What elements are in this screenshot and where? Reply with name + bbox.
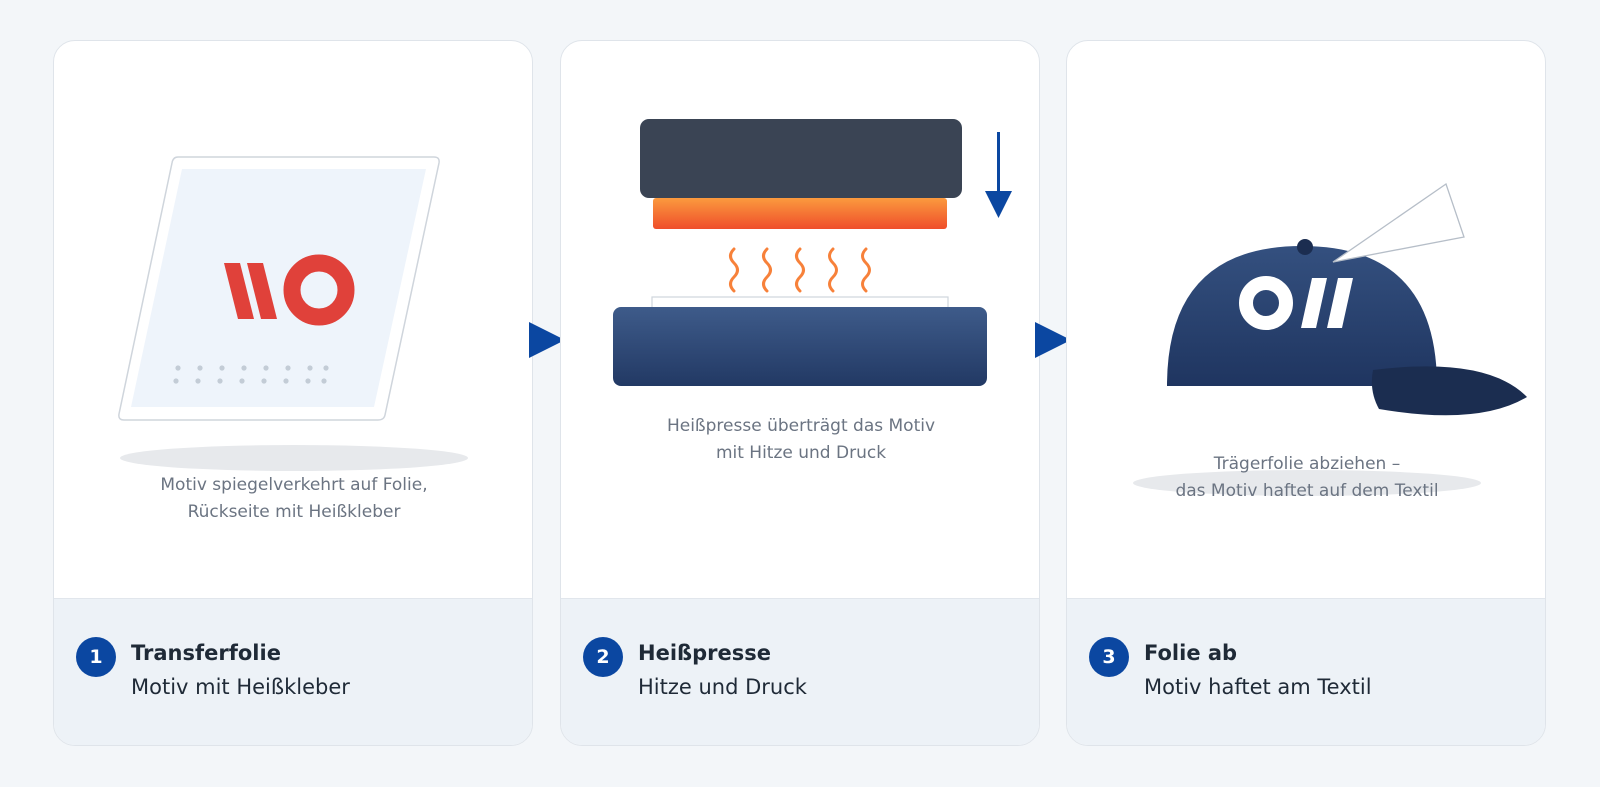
heat-waves-icon — [729, 247, 871, 293]
caption-line-1: Heißpresse überträgt das Motiv — [666, 416, 936, 436]
transfer-foil-illustration: Motiv spiegelverkehrt auf Folie, Rücksei… — [54, 41, 532, 601]
step-card-heisspresse: Heißpresse überträgt das Motiv mit Hitze… — [560, 40, 1040, 746]
arrow-right-icon — [1035, 322, 1071, 358]
cap-shadow — [1133, 470, 1481, 496]
caption-line-2: Rückseite mit Heißkleber — [187, 502, 401, 522]
mirrored-logo-icon — [224, 254, 355, 326]
cap-button — [1297, 239, 1313, 255]
press-lower-plate — [613, 307, 987, 386]
cap-crown — [1167, 246, 1437, 386]
caption-line-2: das Motiv haftet auf dem Textil — [1175, 481, 1439, 501]
step-title: Heißpresse — [638, 641, 771, 665]
step-subtitle: Motiv mit Heißkleber — [131, 675, 350, 699]
caption-line-2: mit Hitze und Druck — [715, 443, 887, 463]
cap-illustration: Trägerfolie abziehen – das Motiv haftet … — [1067, 41, 1545, 601]
step-card-folie-ab: Trägerfolie abziehen – das Motiv haftet … — [1066, 40, 1546, 746]
heating-element — [653, 198, 947, 229]
caption-line-1: Trägerfolie abziehen – — [1213, 454, 1401, 474]
step-footer: 3 Folie ab Motiv haftet am Textil — [1067, 598, 1545, 745]
step-subtitle: Hitze und Druck — [638, 675, 807, 699]
step-title: Folie ab — [1144, 641, 1238, 665]
step-subtitle: Motiv haftet am Textil — [1144, 675, 1372, 699]
adhesive-dots-icon — [173, 365, 329, 384]
step-card-transferfolie: Motiv spiegelverkehrt auf Folie, Rücksei… — [53, 40, 533, 746]
arrow-right-icon — [529, 322, 565, 358]
caption-line-1: Motiv spiegelverkehrt auf Folie, — [160, 475, 428, 495]
cap-brim — [1371, 366, 1527, 416]
step-number-badge: 1 — [76, 637, 116, 677]
step-footer: 1 Transferfolie Motiv mit Heißkleber — [54, 598, 532, 745]
press-upper-plate — [640, 119, 962, 198]
arrow-down-icon — [985, 132, 1012, 218]
step-number-badge: 2 — [583, 637, 623, 677]
heat-press-illustration: Heißpresse überträgt das Motiv mit Hitze… — [561, 41, 1039, 601]
peeled-foil-icon — [1332, 182, 1465, 263]
step-title: Transferfolie — [131, 641, 281, 665]
step-number-badge: 3 — [1089, 637, 1129, 677]
foil-inner — [131, 169, 426, 407]
foil-shadow — [120, 445, 468, 471]
step-footer: 2 Heißpresse Hitze und Druck — [561, 598, 1039, 745]
transferred-logo-icon — [1239, 276, 1353, 330]
foil-on-textile — [651, 296, 949, 309]
